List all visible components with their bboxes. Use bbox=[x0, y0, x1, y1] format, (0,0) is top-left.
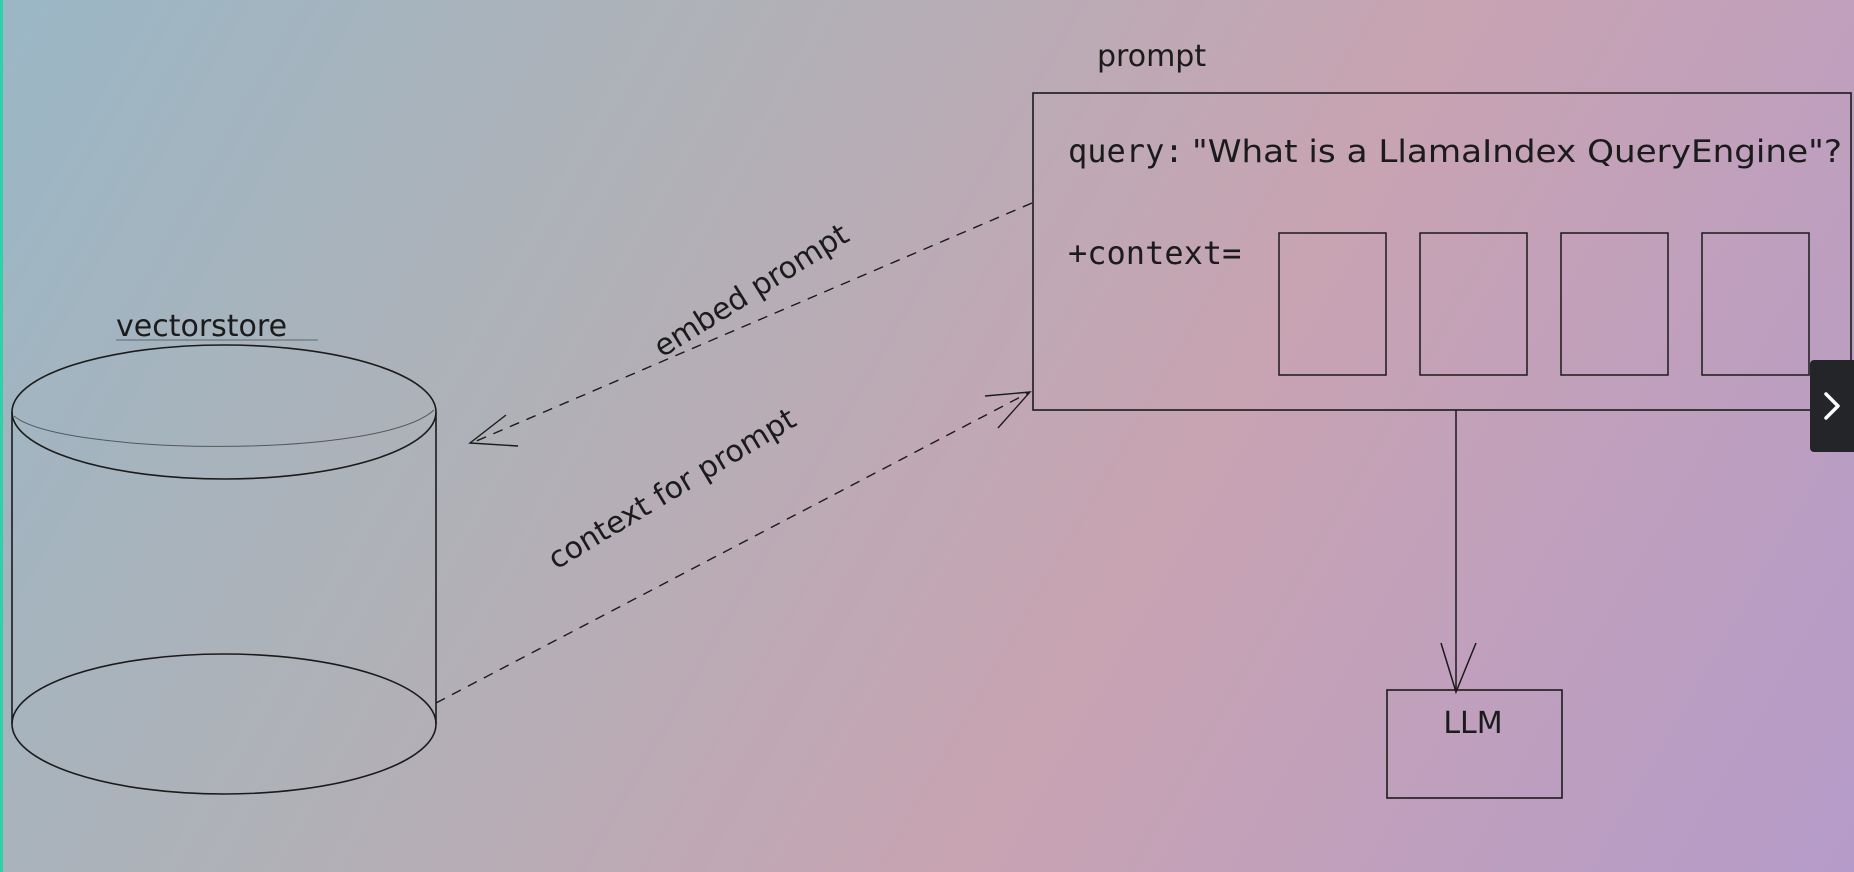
prompt-to-llm-edge bbox=[1440, 410, 1477, 695]
chevron-right-icon bbox=[1824, 392, 1840, 420]
context-document bbox=[1560, 232, 1669, 376]
context-document bbox=[1701, 232, 1810, 376]
query-value: "What is a LlamaIndex QueryEngine"? bbox=[1192, 134, 1842, 170]
llm-arrowhead bbox=[1440, 642, 1477, 695]
embed-arrowhead bbox=[468, 414, 519, 447]
left-accent-strip bbox=[0, 0, 3, 872]
context-document bbox=[1278, 232, 1387, 376]
embed-prompt-edge bbox=[468, 202, 1033, 447]
llm-box bbox=[1386, 689, 1563, 799]
prompt-box bbox=[1032, 92, 1852, 411]
context-key: +context= bbox=[1068, 234, 1241, 272]
cylinder-bottom bbox=[11, 653, 437, 795]
next-slide-button[interactable] bbox=[1810, 360, 1854, 452]
context-for-prompt-edge bbox=[435, 391, 1032, 704]
context-document bbox=[1419, 232, 1528, 376]
vectorstore-label: vectorstore bbox=[116, 309, 287, 344]
context-for-prompt-label: context for prompt bbox=[542, 401, 802, 577]
llm-label: LLM bbox=[1443, 706, 1502, 741]
cylinder-top bbox=[11, 344, 437, 480]
embed-prompt-label: embed prompt bbox=[648, 217, 856, 365]
prompt-label: prompt bbox=[1097, 39, 1206, 74]
context-documents bbox=[1278, 232, 1810, 376]
query-key: query: bbox=[1068, 132, 1184, 170]
context-arrowhead bbox=[984, 391, 1032, 429]
vectorstore-cylinder bbox=[11, 344, 437, 795]
